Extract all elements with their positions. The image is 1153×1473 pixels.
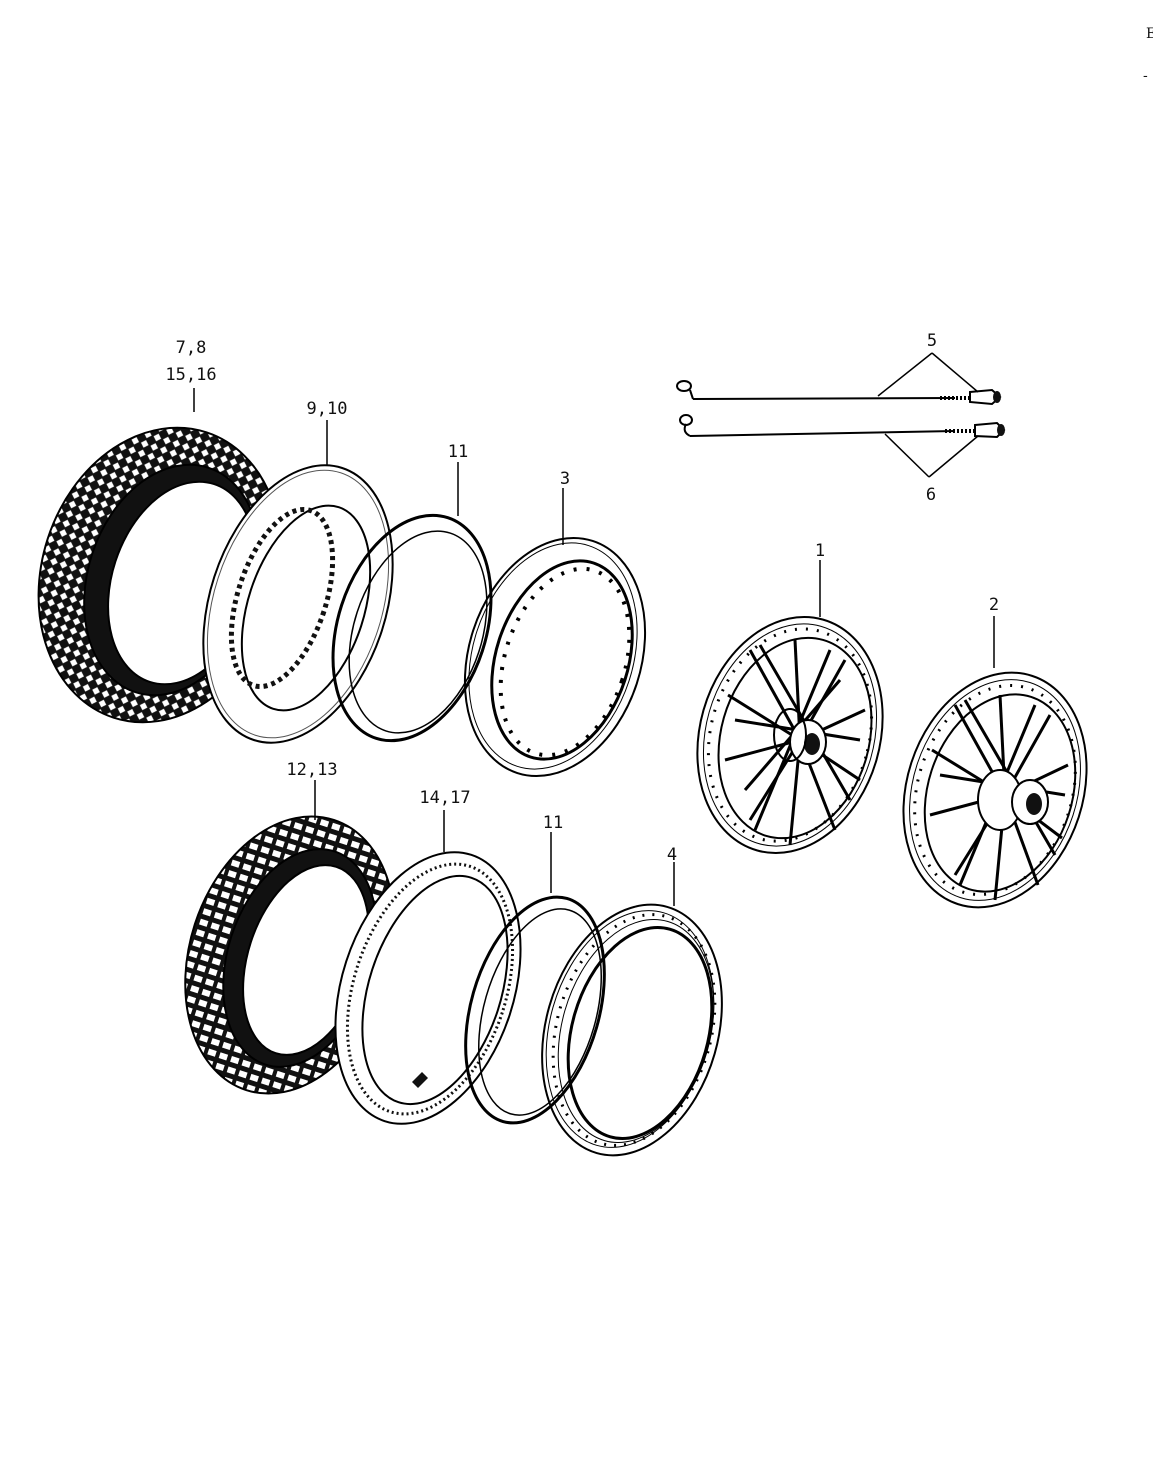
tube-rear	[334, 851, 522, 1125]
wheel-rear	[902, 671, 1088, 909]
label-tire-rear: 12,13	[286, 760, 337, 780]
wheel-front	[696, 616, 884, 854]
label-rim-rear: 4	[667, 845, 677, 865]
label-spokes-lower: 6	[926, 485, 936, 505]
rim-front	[463, 536, 647, 778]
rim-band-rear	[464, 895, 606, 1125]
spoke-leader-lines	[877, 352, 979, 478]
label-rim-band-front: 11	[448, 442, 468, 462]
label-wheel-rear: 2	[989, 595, 999, 615]
spoke-lower	[679, 414, 1006, 439]
label-rim-strip-front: 9,10	[307, 399, 348, 419]
leader-lines	[193, 388, 995, 906]
rim-rear	[541, 903, 723, 1157]
label-wheel-front: 1	[815, 541, 825, 561]
corner-mark-dash: -	[1143, 68, 1148, 84]
label-rim-band-rear: 11	[543, 813, 563, 833]
label-tire-front-2: 15,16	[165, 365, 216, 385]
label-spokes-upper: 5	[927, 331, 937, 351]
corner-mark-top: E	[1146, 26, 1153, 42]
rim-band-front	[331, 513, 493, 743]
spoke-upper	[676, 380, 1002, 406]
rim-strip-front	[202, 464, 394, 744]
label-tire-front-1: 7,8	[176, 338, 207, 358]
label-rim-front: 3	[560, 469, 570, 489]
label-tube-rear: 14,17	[419, 788, 470, 808]
